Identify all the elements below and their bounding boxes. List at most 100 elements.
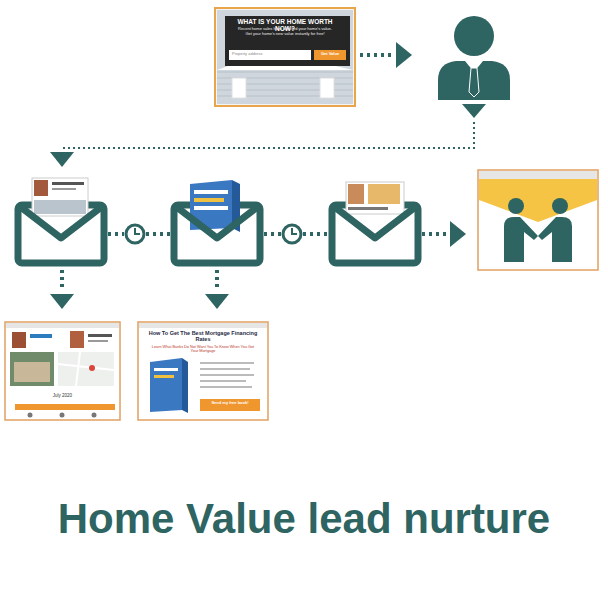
report-page-node: July 2020 xyxy=(5,322,120,420)
mortgage-book-page xyxy=(150,358,182,412)
home-report-page xyxy=(6,323,119,328)
flow-arrow xyxy=(50,294,74,309)
flow-arrow xyxy=(50,270,229,309)
flow-arrow xyxy=(205,294,229,309)
landing-page-thumbnail xyxy=(215,8,355,106)
landing-page-thumbnail xyxy=(215,8,355,106)
home-report-page xyxy=(58,364,114,370)
flow-arrow xyxy=(360,42,412,68)
mortgage-book-page xyxy=(138,322,268,420)
email-envelope xyxy=(52,188,76,190)
mortgage-book-page xyxy=(154,375,174,378)
home-report-page xyxy=(15,404,115,410)
mortgage-book-page xyxy=(200,386,252,388)
lead-person-icon xyxy=(438,16,510,100)
flow-arrow xyxy=(50,104,486,167)
flow-arrow xyxy=(215,270,219,290)
flow-arrow xyxy=(283,225,301,243)
diagram-title: Home Value lead nurture xyxy=(0,494,608,544)
email-envelope xyxy=(34,180,48,196)
deal-window xyxy=(504,217,538,262)
flow-arrow xyxy=(303,232,328,236)
mortgage-book-page xyxy=(200,374,254,376)
email-envelope xyxy=(348,184,364,204)
deal-window xyxy=(504,198,572,262)
flow-arrow xyxy=(422,232,446,236)
flow-arrow xyxy=(135,228,140,234)
home-report-page xyxy=(76,352,80,386)
flow-arrow xyxy=(422,221,466,247)
flow-arrow xyxy=(126,225,144,243)
date-label: July 2020 xyxy=(5,393,120,398)
flow-arrow xyxy=(264,225,328,243)
button-label: Send my free book! xyxy=(200,401,260,406)
home-report-page xyxy=(30,334,52,338)
email-envelope xyxy=(174,205,260,238)
landing-page-node: WHAT IS YOUR HOME WORTH NOW?Recent home … xyxy=(215,8,355,106)
home-report-page xyxy=(58,352,114,386)
deal-window xyxy=(478,170,598,270)
home-report-page xyxy=(92,413,97,418)
flow-arrow xyxy=(462,104,486,118)
lead-person-icon xyxy=(454,16,494,56)
headline: How To Get The Best Mortgage Financing R… xyxy=(144,330,262,343)
mortgage-book-page xyxy=(200,380,246,382)
mortgage-book-page xyxy=(182,358,188,413)
email-envelope xyxy=(194,206,228,210)
flow-arrow xyxy=(264,232,281,236)
email-envelope xyxy=(34,200,86,214)
body-text: Recent home sales have affected your hom… xyxy=(235,27,335,36)
email-envelope xyxy=(52,182,84,185)
email-envelope xyxy=(194,198,224,202)
landing-page-thumbnail xyxy=(225,16,350,66)
flow-arrow xyxy=(396,42,412,68)
email-envelope xyxy=(18,205,104,238)
email-envelope xyxy=(332,205,418,238)
flow-arrow xyxy=(108,232,124,236)
flow-arrow xyxy=(146,232,170,236)
landing-page-thumbnail xyxy=(229,50,311,60)
mortgage-book-page xyxy=(200,399,260,411)
lead-person-icon xyxy=(469,68,479,97)
home-report-page xyxy=(12,332,26,348)
home-report-page xyxy=(60,413,65,418)
home-report-page xyxy=(88,340,108,342)
flow-arrow xyxy=(50,152,74,167)
home-report-page xyxy=(70,331,84,348)
home-report-page xyxy=(5,322,120,420)
subheadline: Learn What Banks Do Not Want You To Know… xyxy=(148,345,258,354)
mortgage-book-page xyxy=(200,362,254,388)
email-envelope xyxy=(368,184,400,204)
home-report-page xyxy=(28,413,33,418)
landing-page-thumbnail xyxy=(314,50,346,60)
mortgage-book-page xyxy=(200,368,250,370)
deal-window xyxy=(478,170,598,270)
mortgage-book-page xyxy=(138,322,268,420)
home-report-page xyxy=(14,362,50,382)
flow-arrow xyxy=(360,53,392,57)
input-placeholder: Property address xyxy=(232,52,310,57)
flow-arrow xyxy=(450,221,466,247)
lead-person-icon xyxy=(438,61,510,100)
landing-page-thumbnail xyxy=(217,10,353,104)
deal-window xyxy=(479,179,597,222)
flow-arrow xyxy=(292,228,297,234)
email-envelope xyxy=(18,178,104,263)
flow-arrow xyxy=(108,225,170,243)
home-report-page xyxy=(89,365,95,371)
email-envelope xyxy=(346,182,404,214)
mortgage-book-page xyxy=(154,368,178,371)
landing-page-thumbnail xyxy=(232,78,246,98)
deal-window xyxy=(479,171,597,179)
home-report-page xyxy=(5,322,120,420)
email-envelope xyxy=(332,182,418,263)
landing-page-thumbnail xyxy=(217,72,353,73)
email-envelope xyxy=(194,190,228,194)
home-report-page xyxy=(88,334,112,337)
flow-arrow xyxy=(60,270,64,290)
flow-arrow xyxy=(62,122,474,150)
mortgage-page-node: How To Get The Best Mortgage Financing R… xyxy=(138,322,268,420)
home-report-page xyxy=(58,352,114,386)
home-report-page xyxy=(10,352,54,386)
